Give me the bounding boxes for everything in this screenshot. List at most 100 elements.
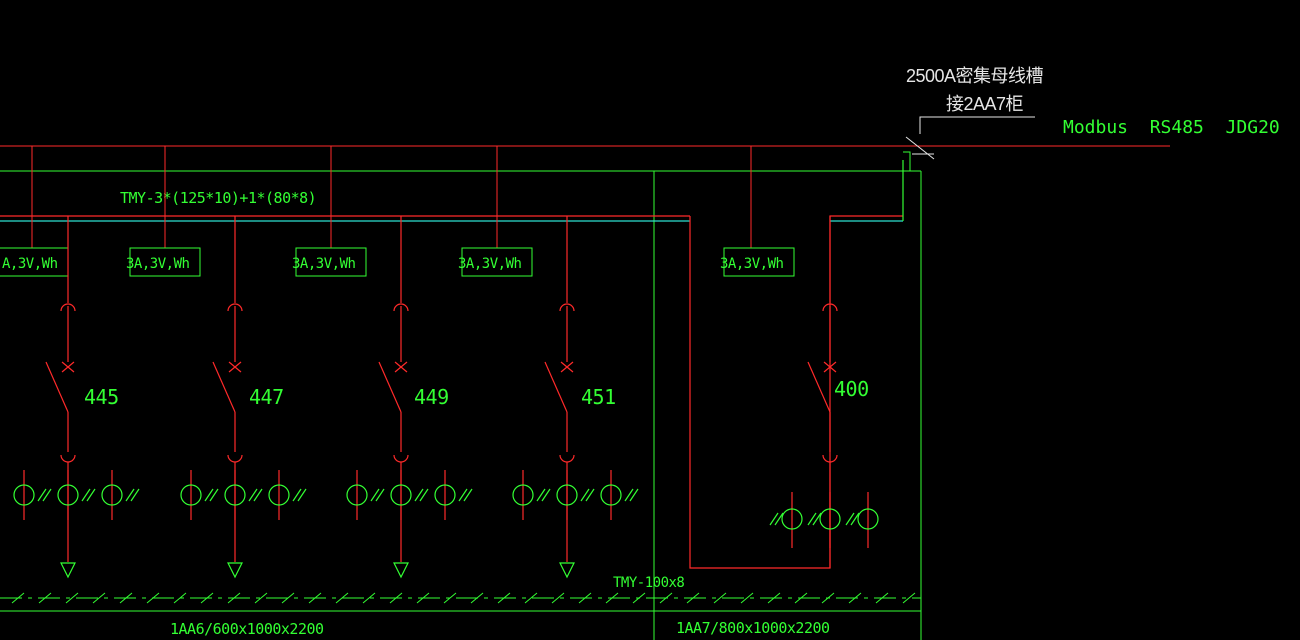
current-transformer	[224, 484, 246, 506]
pe-tick	[38, 592, 52, 604]
feeder-447: 447	[180, 216, 307, 579]
meter-box: 3A,3V,Wh	[720, 247, 795, 277]
current-transformer	[346, 484, 368, 506]
leader-line	[919, 116, 1035, 134]
outlet-arrow	[559, 562, 575, 579]
feeder-449: 449	[346, 216, 473, 579]
outlet-arrow	[393, 562, 409, 579]
pe-tick	[281, 592, 295, 604]
svg-text:3A,3V,Wh: 3A,3V,Wh	[292, 256, 356, 272]
contact-arc	[393, 454, 409, 463]
pe-tick	[875, 592, 889, 604]
pe-tick	[470, 592, 484, 604]
circuit-number: 451	[581, 385, 616, 409]
circuit-number: 445	[84, 385, 119, 409]
pe-tick	[902, 592, 916, 604]
outlet-arrow	[60, 562, 76, 579]
feeder-445: 445	[13, 216, 140, 579]
pe-tick	[821, 592, 835, 604]
pe-tick	[200, 592, 214, 604]
pe-busbar-label: TMY-100x8	[613, 575, 684, 591]
contact-arc	[227, 454, 243, 463]
pe-tick	[848, 592, 862, 604]
busbar-label: TMY-3*(125*10)+1*(80*8)	[120, 189, 316, 207]
current-transformer	[390, 484, 412, 506]
pe-tick	[767, 592, 781, 604]
contact-arc	[227, 303, 243, 312]
pe-tick	[551, 592, 565, 604]
contact-arc	[393, 303, 409, 312]
circuit-number: 400	[834, 377, 869, 401]
switch-blade	[378, 361, 402, 413]
contact-arc	[559, 303, 575, 312]
pe-tick	[524, 592, 538, 604]
pe-tick	[632, 592, 646, 604]
current-transformer	[512, 484, 534, 506]
pe-tick	[146, 592, 160, 604]
current-transformer	[556, 484, 578, 506]
pe-tick	[794, 592, 808, 604]
contact-arc	[559, 454, 575, 463]
cabinet-label-1aa6: 1AA6/600x1000x2200	[170, 620, 324, 638]
pe-tick	[686, 592, 700, 604]
pe-tick	[605, 592, 619, 604]
pe-tick	[713, 592, 727, 604]
pe-tick	[119, 592, 133, 604]
pe-tick	[92, 592, 106, 604]
pe-tick	[740, 592, 754, 604]
cabinet-outline	[0, 151, 922, 640]
meter-box: 3A,3V,Wh	[458, 247, 533, 277]
meter-box: 3A,3V,Wh	[292, 247, 367, 277]
meter-box: 3A,3V,Wh	[126, 247, 201, 277]
pe-tick	[659, 592, 673, 604]
current-transformer	[819, 508, 841, 530]
cabinet-label-1aa7: 1AA7/800x1000x2200	[676, 619, 830, 637]
modbus-label: Modbus RS485 JDG20	[1063, 117, 1280, 138]
current-transformer	[434, 484, 456, 506]
circuit-number: 447	[249, 385, 284, 409]
busway-destination-label: 接2AA7柜	[946, 94, 1024, 114]
pe-tick	[254, 592, 268, 604]
switch-blade	[212, 361, 236, 413]
switch-blade	[807, 361, 831, 413]
svg-text:3A,3V,Wh: 3A,3V,Wh	[720, 256, 784, 272]
svg-text:A,3V,Wh: A,3V,Wh	[2, 256, 58, 272]
current-transformer	[857, 508, 879, 530]
current-transformer	[101, 484, 123, 506]
pe-tick	[227, 592, 241, 604]
outlet-arrow	[227, 562, 243, 579]
junction-mark	[905, 136, 935, 160]
switch-blade	[544, 361, 568, 413]
pe-tick	[443, 592, 457, 604]
pe-tick	[578, 592, 592, 604]
meter-box: A,3V,Wh	[0, 247, 69, 277]
pe-busbar-ticks	[11, 592, 916, 604]
pe-tick	[335, 592, 349, 604]
main-busbar	[0, 160, 904, 569]
feeder-400: 400	[769, 216, 879, 568]
comm-drops	[31, 146, 752, 248]
pe-tick	[173, 592, 187, 604]
pe-tick	[11, 592, 25, 604]
contact-arc	[822, 303, 838, 312]
current-transformer	[57, 484, 79, 506]
pe-tick	[389, 592, 403, 604]
circuit-number: 449	[414, 385, 449, 409]
svg-text:3A,3V,Wh: 3A,3V,Wh	[458, 256, 522, 272]
pe-tick	[362, 592, 376, 604]
feeder-451: 451	[512, 216, 639, 579]
pe-tick	[416, 592, 430, 604]
current-transformer	[600, 484, 622, 506]
pe-tick	[497, 592, 511, 604]
contact-arc	[60, 303, 76, 312]
svg-text:3A,3V,Wh: 3A,3V,Wh	[126, 256, 190, 272]
current-transformer	[268, 484, 290, 506]
contact-arc	[60, 454, 76, 463]
current-transformer	[180, 484, 202, 506]
current-transformer	[781, 508, 803, 530]
busway-label: 2500A密集母线槽	[906, 66, 1044, 86]
current-transformer	[13, 484, 35, 506]
pe-tick	[65, 592, 79, 604]
feeder-branches: 445 447 449 451 400	[13, 216, 879, 579]
